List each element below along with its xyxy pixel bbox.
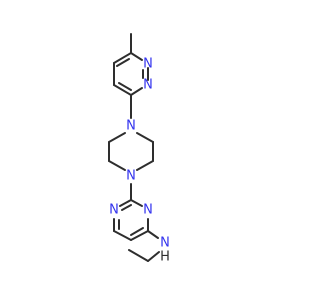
atom-amine-h: H (160, 250, 170, 265)
bond-pyrimidine-c5-c6 (113, 230, 132, 241)
bond-amine-ethyl (147, 251, 160, 262)
bond-pyridazine-c4-c3-inner (118, 82, 132, 91)
bond-pyrimidine-c4-c5 (130, 230, 149, 241)
bond-pyrimidine-c2-n1-inner (121, 204, 132, 211)
bonds (108, 33, 160, 262)
bond-piperazine-3 (136, 160, 154, 171)
atom-piperazine-n-bottom: N (126, 169, 136, 184)
atom-amine-n: N (160, 236, 170, 251)
bond-piperazine-4 (108, 160, 126, 171)
bond-pyrimidine-c2-n3 (130, 199, 143, 207)
atom-pyridazine-n2: N (143, 78, 153, 93)
molecule-diagram: N N N N N N N H (108, 33, 170, 265)
bond-pyridazine-c3-n2 (130, 87, 143, 96)
bond-ethyl (128, 249, 149, 262)
atom-pyridazine-n1: N (143, 57, 153, 72)
atom-labels: N N N N N N N H (109, 57, 170, 265)
bond-c4-amine (147, 230, 159, 239)
bond-piperazine-1 (136, 132, 154, 143)
bond-pyrimidine-c4-c5-inner (130, 227, 144, 236)
bond-pyridazine-c6-c5 (113, 52, 132, 64)
atom-pyrimidine-n3: N (143, 203, 153, 218)
atom-piperazine-n-top: N (126, 119, 136, 134)
bond-pyridazine-n1-c6 (130, 52, 143, 61)
atom-pyrimidine-n1: N (109, 203, 119, 218)
bond-pyridazine-c6-c5-inner (116, 58, 130, 67)
bond-pyridazine-c4-c3 (113, 84, 132, 96)
bond-piperazine-6 (108, 132, 126, 143)
bond-pyrimidine-n1-c2 (119, 199, 132, 207)
